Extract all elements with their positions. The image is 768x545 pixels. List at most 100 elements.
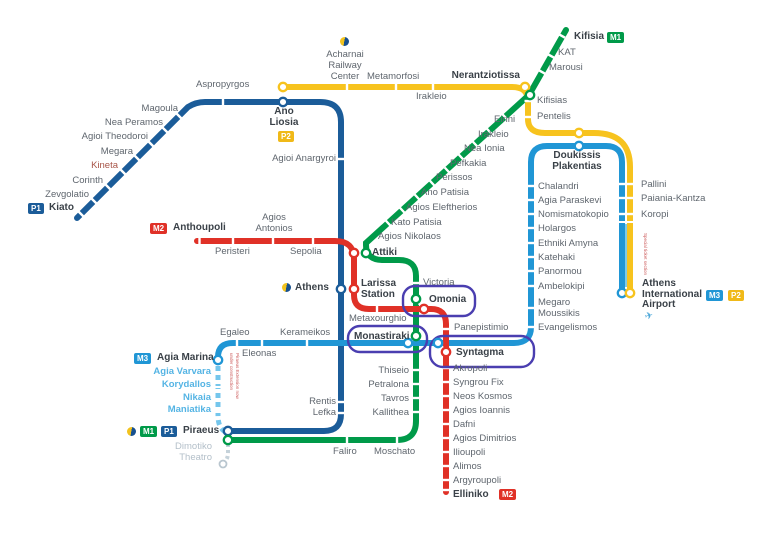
p1-line-path <box>74 99 344 434</box>
station-label-akropoli: Akropoli <box>453 363 488 374</box>
piraeus-extension-annotation: Piraeus Extension now under construction <box>229 353 241 399</box>
station-label-monastiraki: Monastiraki <box>354 331 410 342</box>
station-label-metaxourghio: Metaxourghio <box>349 313 407 324</box>
station-label-syngrou-fix: Syngrou Fix <box>453 377 504 388</box>
station-label-ambelokipi: Ambelokipi <box>538 281 585 292</box>
station-label-panepistimio: Panepistimio <box>454 322 509 333</box>
station-label-kallithea: Kallithea <box>372 407 409 418</box>
station-label-athens: Athens <box>295 282 329 293</box>
station-label-metamorfosi: Metamorfosi <box>367 71 420 82</box>
station-label-agios-antonios: Agios Antonios <box>255 212 293 234</box>
station-label-paiania-kantza: Paiania-Kantza <box>641 193 706 204</box>
station-label-athens-international-airport: Athens International Airport <box>642 278 703 310</box>
station-label-victoria: Victoria <box>423 277 455 288</box>
station-label-aspropyrgos: Aspropyrgos <box>196 79 250 90</box>
station-label-megaro-moussikis: Megaro Moussikis <box>538 297 580 319</box>
station-label-irakleio-p2: Irakleio <box>416 91 447 102</box>
p2-badge-ano-liosia: P2 <box>278 131 294 142</box>
station-label-petralona: Petralona <box>368 379 409 390</box>
station-label-nerantziotissa: Nerantziotissa <box>451 70 520 81</box>
station-label-syntagma: Syntagma <box>456 347 504 358</box>
station-label-ilioupoli: Ilioupoli <box>453 447 486 458</box>
station-label-doukissis-plakentias: Doukissis Plakentias <box>552 150 602 172</box>
station-label-panormou: Panormou <box>538 266 582 277</box>
station-label-katehaki: Katehaki <box>538 252 575 263</box>
station-label-pallini: Pallini <box>641 179 667 190</box>
station-label-elliniko: Elliniko <box>453 489 489 500</box>
station-label-agia-marina: Agia Marina <box>157 352 214 363</box>
m3-badge-agia-marina: M3 <box>134 353 152 364</box>
m2-badge-elliniko: M2 <box>499 489 517 500</box>
station-label-marousi: Marousi <box>549 62 583 73</box>
station-label-omonia: Omonia <box>429 294 467 305</box>
station-label-dafni: Dafni <box>453 419 476 430</box>
station-label-tavros: Tavros <box>381 393 409 404</box>
station-label-ethniki-amyna: Ethniki Amyna <box>538 238 599 249</box>
m2-badge-anthoupoli: M2 <box>150 223 168 234</box>
station-label-agioi-theodoroi: Agioi Theodoroi <box>81 131 148 142</box>
station-label-nea-peramos: Nea Peramos <box>104 117 163 128</box>
station-label-zevgolatio: Zevgolatio <box>45 189 89 200</box>
station-label-acharnai-railway-center: Acharnai Railway Center <box>326 49 364 82</box>
station-label-neos-kosmos: Neos Kosmos <box>453 391 513 402</box>
dimotiko-theatro-dashed-path <box>223 444 230 463</box>
monastiraki-box <box>346 324 429 354</box>
p1-badge-kiato: P1 <box>28 203 44 214</box>
station-label-agios-dimitrios: Agios Dimitrios <box>453 433 517 444</box>
station-label-rentis: Rentis <box>309 396 336 407</box>
station-label-perissos: Perissos <box>436 172 473 183</box>
p2-badge-airport: P2 <box>728 290 744 301</box>
ose-logo-icon-athens <box>282 283 291 292</box>
station-label-ano-patisia: Ano Patisia <box>421 187 470 198</box>
city-center-interchange-boxes <box>346 284 536 369</box>
station-label-faliro: Faliro <box>333 446 357 457</box>
ose-logo-icon-acharnai <box>340 37 349 46</box>
station-label-irakleio-m1: Irakleio <box>478 129 509 140</box>
station-label-nomismatokopio: Nomismatokopio <box>538 209 609 220</box>
station-label-maniatika: Maniatika <box>167 404 211 415</box>
station-label-sepolia: Sepolia <box>290 246 322 257</box>
station-label-koropi: Koropi <box>641 209 669 220</box>
station-label-lefka: Lefka <box>312 407 336 418</box>
station-label-nikaia: Nikaia <box>183 392 211 403</box>
station-label-eleonas: Eleonas <box>242 348 277 359</box>
station-label-agios-nikolaos: Agios Nikolaos <box>378 231 441 242</box>
station-label-magoula: Magoula <box>141 103 178 114</box>
station-label-kiato: Kiato <box>49 202 74 213</box>
station-label-agios-eleftherios: Agios Eleftherios <box>406 202 478 213</box>
station-label-agioi-anargyroi: Agioi Anargyroi <box>272 153 336 164</box>
station-label-kifisias: Kifisias <box>537 95 568 106</box>
station-label-agia-varvara: Agia Varvara <box>153 366 211 377</box>
station-label-larissa-station: Larissa Station <box>361 278 397 300</box>
station-label-egaleo: Egaleo <box>220 327 250 338</box>
syntagma-box <box>428 334 536 369</box>
interchange-rings <box>212 81 636 446</box>
station-label-alimos: Alimos <box>453 461 482 472</box>
m1-badge-piraeus: M1 <box>140 426 158 437</box>
station-label-thiseio: Thiseio <box>378 365 409 376</box>
station-label-agia-paraskevi: Agia Paraskevi <box>538 195 602 206</box>
station-label-kineta: Kineta <box>91 160 118 171</box>
station-label-agios-ioannis: Agios Ioannis <box>453 405 511 416</box>
ose-logo-icon-piraeus <box>127 427 136 436</box>
m1-badge-kifisia: M1 <box>607 32 625 43</box>
m2-line-path <box>194 238 449 495</box>
station-label-holargos: Holargos <box>538 223 577 234</box>
station-label-evangelismos: Evangelismos <box>538 322 598 333</box>
station-label-peristeri: Peristeri <box>215 246 250 257</box>
station-label-piraeus: Piraeus <box>183 425 220 436</box>
omonia-box <box>401 284 477 318</box>
station-label-kat: KAT <box>558 47 576 58</box>
station-label-pefkakia: Pefkakia <box>450 158 487 169</box>
station-label-megara: Megara <box>100 146 133 157</box>
airport-fare-annotation: Special ticket section <box>643 233 648 276</box>
station-label-anthoupoli: Anthoupoli <box>173 222 226 233</box>
p1-badge-piraeus: P1 <box>161 426 177 437</box>
station-label-kerameikos: Kerameikos <box>280 327 331 338</box>
station-label-moschato: Moschato <box>374 446 416 457</box>
station-label-kifisia: Kifisia <box>574 31 605 42</box>
station-label-dimotiko-theatro: Dimotiko Theatro <box>175 441 212 463</box>
m3-line-path <box>215 143 625 365</box>
